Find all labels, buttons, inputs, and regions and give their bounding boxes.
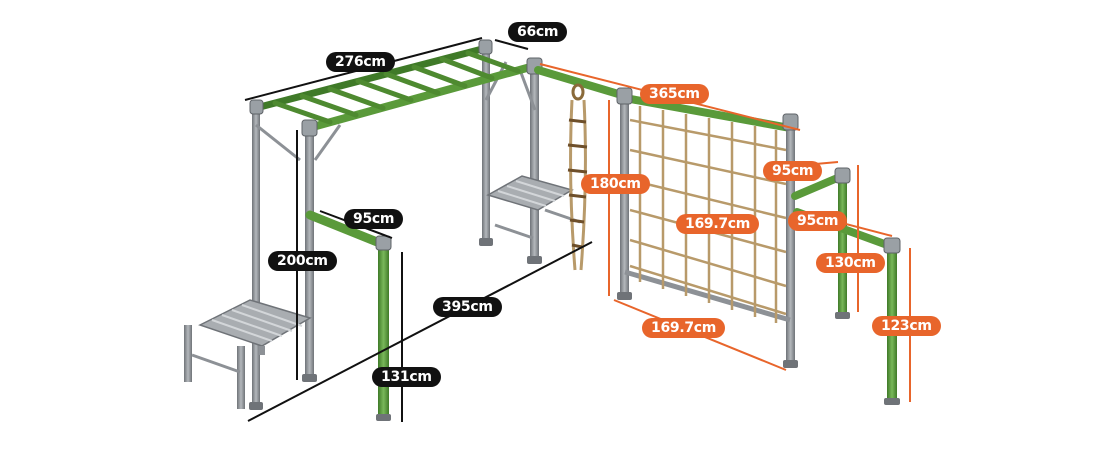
label-right-post-height: 123cm: [872, 316, 941, 336]
label-right-bar-lower-depth: 95cm: [788, 211, 848, 231]
monkey-bar-rungs: [272, 50, 521, 125]
brace: [518, 69, 537, 111]
green-step-bar: [305, 210, 392, 421]
monkey-bar-frame: [249, 39, 543, 410]
post-feet: [249, 238, 542, 410]
label-net-span-length: 365cm: [640, 84, 709, 104]
label-right-bar-top-depth: 95cm: [763, 161, 823, 181]
label-top-depth: 66cm: [508, 22, 568, 42]
left-rear-post: [252, 108, 260, 408]
middle-step-platform: [486, 175, 581, 240]
label-net-inner-height: 169.7cm: [676, 214, 760, 234]
label-base-length: 395cm: [433, 297, 502, 317]
rear-rail: [252, 44, 490, 112]
brace: [255, 123, 301, 162]
label-left-step-depth: 95cm: [344, 209, 404, 229]
mid-front-post: [530, 64, 539, 262]
front-rail: [305, 62, 538, 132]
climbing-net: [629, 106, 787, 323]
pipe-joints: [249, 39, 543, 137]
label-net-width: 169.7cm: [642, 318, 726, 338]
climbing-net-frame: [616, 87, 799, 368]
right-green-bars: [791, 167, 901, 405]
brace: [484, 61, 508, 101]
mid-rear-post: [482, 48, 490, 243]
left-step-platform: [184, 299, 312, 409]
label-green-post-height: 131cm: [372, 367, 441, 387]
brace: [313, 124, 342, 161]
label-net-height: 180cm: [581, 174, 650, 194]
label-right-bar-height: 130cm: [816, 253, 885, 273]
label-frame-height: 200cm: [268, 251, 337, 271]
label-monkey-bar-length: 276cm: [326, 52, 395, 72]
